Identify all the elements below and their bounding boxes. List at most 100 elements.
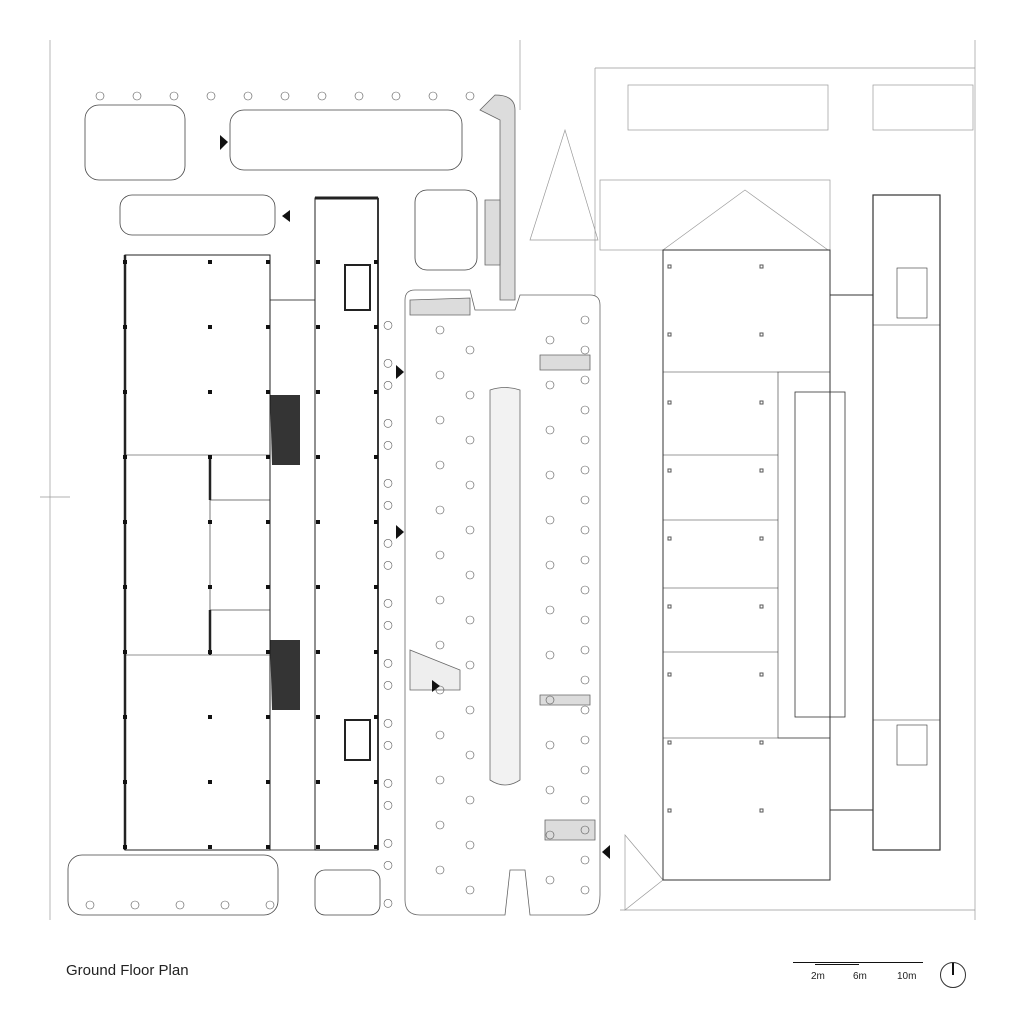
column (759, 808, 764, 813)
tree (465, 660, 475, 670)
column (374, 325, 378, 329)
building-east (662, 194, 941, 881)
tree (545, 650, 555, 660)
pod-south (67, 854, 279, 916)
tree (435, 775, 445, 785)
tree (391, 91, 401, 101)
column (667, 604, 672, 609)
tree (465, 795, 475, 805)
column (208, 520, 212, 524)
scale-label-2m: 2m (811, 971, 825, 982)
column (208, 260, 212, 264)
tree (317, 91, 327, 101)
column (374, 260, 378, 264)
column (266, 715, 270, 719)
column (266, 325, 270, 329)
tree (435, 415, 445, 425)
column (316, 585, 320, 589)
pod-west (119, 194, 276, 236)
scale-label-6m: 6m (853, 971, 867, 982)
tree (383, 501, 393, 510)
column (208, 650, 212, 654)
column (667, 400, 672, 405)
column (316, 455, 320, 459)
tree (580, 345, 590, 355)
column (374, 585, 378, 589)
column (374, 520, 378, 524)
building-west (123, 196, 379, 851)
tree (383, 899, 393, 908)
tree (580, 735, 590, 745)
column (667, 536, 672, 541)
tree (435, 595, 445, 605)
column (123, 390, 127, 394)
context-lines (40, 40, 976, 920)
trees (85, 91, 590, 910)
column (374, 390, 378, 394)
tree (545, 830, 555, 840)
column (316, 650, 320, 654)
tree (175, 900, 185, 910)
column (759, 400, 764, 405)
column (759, 468, 764, 473)
column (208, 325, 212, 329)
tree (545, 470, 555, 480)
column (759, 672, 764, 677)
tree (383, 441, 393, 450)
drawing-title: Ground Floor Plan (66, 962, 189, 979)
column (759, 332, 764, 337)
tree (580, 465, 590, 475)
column (374, 780, 378, 784)
pod-northwest (84, 104, 186, 181)
tree (435, 505, 445, 515)
tree (545, 605, 555, 615)
tree (383, 659, 393, 668)
tree (265, 900, 275, 910)
column (316, 520, 320, 524)
tree (580, 645, 590, 655)
tree (435, 730, 445, 740)
column (667, 468, 672, 473)
tree (383, 539, 393, 548)
column (667, 672, 672, 677)
tree (465, 570, 475, 580)
tree (580, 525, 590, 535)
tree (580, 675, 590, 685)
column (667, 264, 672, 269)
tree (465, 615, 475, 625)
column (316, 390, 320, 394)
column (123, 260, 127, 264)
column (123, 715, 127, 719)
tree (545, 560, 555, 570)
scale-bar: 2m 6m 10m (793, 962, 923, 986)
tree (580, 495, 590, 505)
tree (545, 425, 555, 435)
column (316, 845, 320, 849)
tree (545, 380, 555, 390)
column (123, 325, 127, 329)
column (316, 715, 320, 719)
column (374, 845, 378, 849)
column (316, 260, 320, 264)
tree (465, 480, 475, 490)
tree (132, 91, 142, 101)
column (759, 536, 764, 541)
tree (465, 750, 475, 760)
tree (465, 435, 475, 445)
pod-north (229, 109, 463, 171)
column (266, 455, 270, 459)
column (208, 780, 212, 784)
tree (580, 855, 590, 865)
column (759, 604, 764, 609)
column (667, 332, 672, 337)
column (266, 780, 270, 784)
tree (383, 779, 393, 788)
column (316, 325, 320, 329)
column (208, 390, 212, 394)
tree (580, 585, 590, 595)
tree (435, 370, 445, 380)
tree (383, 681, 393, 690)
column (266, 390, 270, 394)
column (123, 520, 127, 524)
tree (206, 91, 216, 101)
